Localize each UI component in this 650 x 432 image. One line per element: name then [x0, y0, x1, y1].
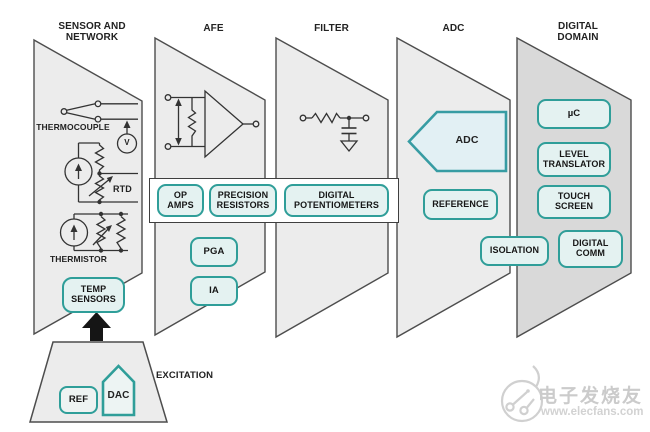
ref-box: REF: [59, 386, 98, 414]
thermocouple-symbol: [60, 100, 138, 154]
digital-comm-box: DIGITAL COMM: [558, 230, 623, 268]
digital-potentiometers-box: DIGITAL POTENTIOMETERS: [284, 184, 389, 217]
up-arrow-icon: [82, 312, 111, 341]
adc-pentagon-label: ADC: [455, 134, 479, 146]
rc-filter-symbol: [299, 112, 370, 153]
excitation-label: EXCITATION: [156, 370, 214, 381]
isolation-box: ISOLATION: [480, 236, 549, 266]
rtd-symbol: [64, 142, 138, 205]
column-header-filter: FILTER: [314, 23, 349, 34]
column-header-adc: ADC: [442, 23, 465, 34]
adc-pentagon: [407, 110, 508, 173]
thermistor-symbol: [59, 211, 128, 253]
op-amps-box: OP AMPS: [157, 184, 204, 217]
rtd-label: RTD: [113, 184, 132, 194]
precision-resistors-box: PRECISION RESISTORS: [209, 184, 277, 217]
pga-box: PGA: [190, 237, 238, 267]
column-header-sensor-network: SENSOR AND NETWORK: [58, 21, 126, 44]
thermocouple-label: THERMOCOUPLE: [36, 122, 110, 132]
microcontroller-box: µC: [537, 99, 611, 129]
touch-screen-box: TOUCH SCREEN: [537, 185, 611, 219]
thermistor-label: THERMISTOR: [49, 254, 108, 264]
panel-adc: [396, 36, 511, 339]
watermark-logo-icon: [500, 365, 544, 423]
voltmeter-label: V: [124, 138, 130, 147]
dac-pentagon-label: DAC: [107, 390, 130, 401]
level-translator-box: LEVEL TRANSLATOR: [537, 142, 611, 177]
watermark-brand-text: 电子发烧友: [538, 386, 644, 407]
panel-sensor-network: [33, 38, 143, 336]
ia-box: IA: [190, 276, 238, 306]
reference-box: REFERENCE: [423, 189, 498, 220]
temp-sensors-box: TEMP SENSORS: [62, 277, 125, 313]
dac-pentagon: [101, 364, 136, 417]
excitation-trapezoid: [29, 341, 169, 423]
inamp-symbol: [164, 89, 260, 159]
column-header-digital-domain: DIGITAL DOMAIN: [557, 21, 599, 44]
watermark-site-text: www.elecfans.com: [541, 406, 644, 418]
column-header-afe: AFE: [203, 23, 224, 34]
